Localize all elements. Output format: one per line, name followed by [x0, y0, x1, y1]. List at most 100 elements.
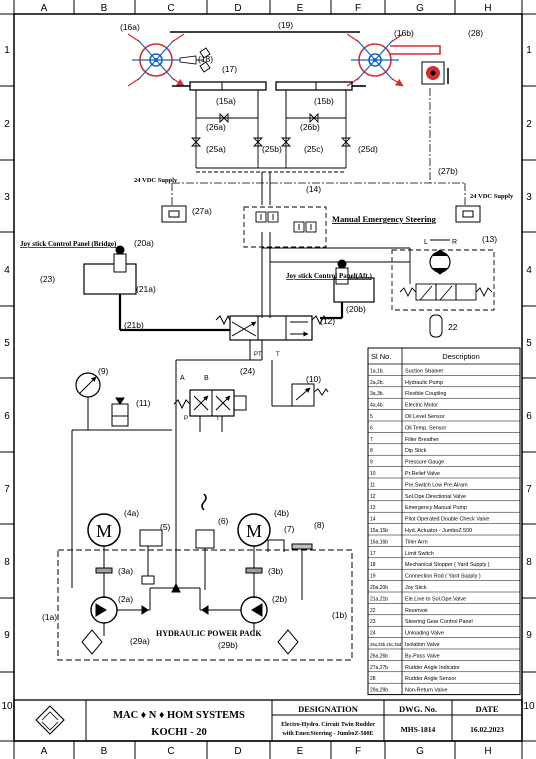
- parts-table-cell-no: 17: [370, 551, 376, 557]
- pilot-check-valve-14: [243, 206, 327, 248]
- row-label: 4: [4, 265, 10, 276]
- parts-table-cell-desc: Pre.Switch Low Pre.Alram: [405, 482, 468, 488]
- row-label: 2: [4, 119, 10, 130]
- parts-table-cell-no: 22: [370, 608, 376, 614]
- callout-25a: (25a): [206, 144, 226, 154]
- parts-table-cell-no: 8: [370, 448, 373, 454]
- callout-20b: (20b): [346, 304, 366, 314]
- parts-table-cell-no: 20a,20b: [370, 585, 388, 591]
- callout-9: (9): [98, 366, 109, 376]
- diagram-text-labels: 24 VDC Supply 24 VDC Supply Manual Emerg…: [20, 177, 514, 638]
- main-pipes: [249, 172, 410, 360]
- parts-table-cell-desc: Oil Level Sensor: [405, 414, 445, 420]
- parts-table-cell-no: 12: [370, 494, 376, 500]
- pressure-switch-11: [111, 397, 129, 427]
- row-label: 1: [526, 45, 532, 56]
- row-label: 6: [526, 411, 532, 422]
- callout-25b: (25b): [262, 144, 282, 154]
- callout-23: (23): [40, 274, 55, 284]
- parts-table-cell-no: 6: [370, 425, 373, 431]
- row-label: 9: [4, 630, 10, 641]
- component-callouts: (16a) (19) (16b) (28) (18) (17) (15a) (1…: [40, 20, 497, 650]
- callout-26a: (26a): [206, 122, 226, 132]
- col-label: B: [101, 746, 108, 757]
- callout-2b: (2b): [272, 594, 287, 604]
- port-t2-mark: T: [276, 352, 280, 358]
- parts-table-cell-no: 9: [370, 460, 373, 466]
- row-label: 3: [526, 192, 532, 203]
- col-label: E: [297, 746, 304, 757]
- parts-table-cell-desc: Suction Strainer: [405, 368, 444, 374]
- row-label: 7: [526, 484, 532, 495]
- dip-stick-8: [291, 543, 313, 600]
- dwg-heading: DWG. No.: [399, 704, 437, 714]
- designation-line-1: Electro-Hydro. Circuit Twin Rudder: [281, 722, 375, 728]
- relief-valve-10: [271, 360, 329, 407]
- parts-table-cell-desc: Rudder Angle Sensor: [405, 676, 456, 682]
- parts-table-cell-no: 25a,25b 25c,25d: [370, 642, 402, 647]
- parts-table-cell-no: 3a,3b.: [370, 391, 384, 397]
- row-label: 4: [526, 265, 532, 276]
- actuator-15a: [172, 81, 267, 118]
- electric-motor-4a: [81, 513, 121, 655]
- parts-table-cell-desc: Electric Motor: [405, 403, 438, 409]
- col-label: D: [234, 746, 241, 757]
- designation-line-2: with Emer.Steering - JumboZ-500E: [282, 731, 373, 737]
- dwg-number: MHS-1814: [401, 725, 436, 734]
- company-city: KOCHI - 20: [151, 727, 206, 738]
- parts-table-cell-desc: Pilot Operated Double Check Valve: [405, 517, 489, 523]
- isolation-valves: [190, 137, 352, 173]
- col-label: G: [416, 3, 424, 14]
- parts-table-cell-desc: Hyd. Actuator - JumboZ 500: [405, 528, 472, 534]
- parts-table-cell-no: 4a,4b.: [370, 403, 384, 409]
- row-label: 8: [526, 557, 532, 568]
- col-label: G: [416, 746, 424, 757]
- parts-table-cell-no: 18: [370, 562, 376, 568]
- parts-table-cell-desc: Unloading Valve: [405, 631, 444, 637]
- oil-temp-sensor-6: [195, 493, 215, 590]
- designation-heading: DESIGNATION: [298, 704, 359, 714]
- parts-table-cell-desc: Limit Switch: [405, 551, 434, 557]
- parts-table-cell-no: 24: [370, 631, 376, 637]
- callout-26b: (26b): [300, 122, 320, 132]
- supply-left-label: 24 VDC Supply: [134, 177, 178, 184]
- callout-8: (8): [314, 520, 325, 530]
- callout-3b: (3b): [268, 566, 283, 576]
- parts-table-cell-no: 15a,15b: [370, 528, 388, 534]
- callout-24: (24): [240, 366, 255, 376]
- parts-table-cell-desc: Steering Gear Control Panel: [405, 619, 473, 625]
- callout-29b: (29b): [218, 640, 238, 650]
- col-label: C: [167, 3, 174, 14]
- callout-11: (11): [136, 398, 151, 408]
- callout-6: (6): [218, 516, 229, 526]
- title-block-text: MAC ♦ N ♦ HOM SYSTEMS KOCHI - 20 DESIGNA…: [113, 704, 504, 738]
- callout-22: 22: [448, 322, 458, 332]
- callout-20a: (20a): [134, 238, 154, 248]
- signal-lines: [171, 88, 466, 205]
- parts-table-cell-no: 28: [370, 676, 376, 682]
- tiller-arm-16a: [127, 33, 197, 86]
- port-pt-mark: PT: [254, 352, 262, 358]
- directional-valve-12: [215, 314, 327, 341]
- parts-table-header-desc: Description: [442, 352, 480, 361]
- callout-5: (5): [160, 522, 171, 532]
- callout-21b: (21b): [124, 320, 144, 330]
- parts-table-cell-desc: Connection Rod ( Yard Supply ): [405, 574, 481, 580]
- callout-25c: (25c): [304, 144, 324, 154]
- parts-table-cell-no: 21a,21b: [370, 596, 388, 602]
- col-label: C: [167, 746, 174, 757]
- parts-table-header-no: Sl No.: [371, 352, 391, 361]
- left-mark: L: [424, 239, 428, 246]
- callout-19: (19): [278, 20, 293, 30]
- parts-table-cell-no: 19: [370, 574, 376, 580]
- bypass-valves: [195, 112, 347, 168]
- parts-table-cell-desc: Isolation Valve: [405, 642, 440, 648]
- unloading-valve-24: [173, 389, 247, 432]
- parts-table-cell-no: 27a,27b: [370, 665, 388, 671]
- port-t-mark: T: [216, 416, 220, 422]
- port-a-mark: A: [180, 375, 185, 382]
- parts-table-cell-no: 11: [370, 482, 375, 488]
- callout-3a: (3a): [118, 566, 133, 576]
- parts-table-cell-desc: Hydraulic Pump: [405, 380, 443, 386]
- joystick-bridge-label: Joy stick Control Panel (Bridge): [20, 240, 117, 248]
